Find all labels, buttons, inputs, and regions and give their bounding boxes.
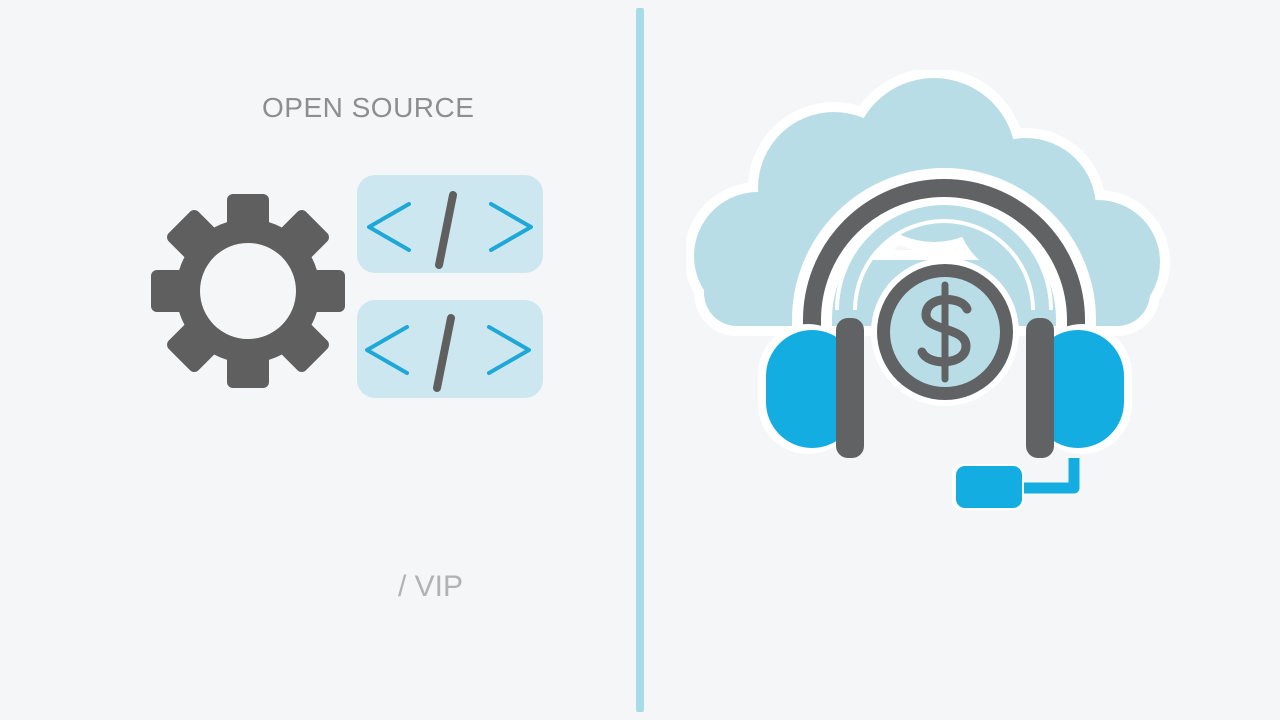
dollar-icon: [871, 258, 1019, 406]
open-source-heading: OPEN SOURCE: [262, 92, 475, 123]
code-brackets-icon: [367, 191, 533, 269]
headset-icon: [758, 168, 1132, 458]
cloud-support-illustration: [686, 70, 1170, 510]
panel-divider: [636, 8, 644, 712]
support-panel: [646, 0, 1280, 720]
code-tile: [357, 175, 543, 273]
gear-icon: [151, 194, 345, 388]
microphone-icon: [952, 458, 1080, 510]
code-tile: [357, 300, 543, 398]
vip-label: / VIP: [398, 570, 464, 603]
open-source-panel: OPEN SOURCE / VIP: [0, 0, 636, 720]
code-brackets-icon: [365, 314, 531, 392]
